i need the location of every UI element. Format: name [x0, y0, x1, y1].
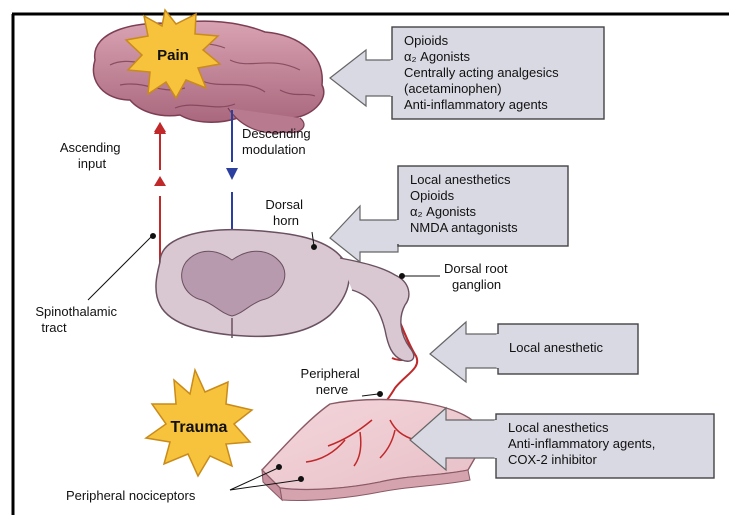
skin-line-1: Local anesthetics [508, 420, 609, 435]
peripheral-nociceptors-label: Peripheral nociceptors [66, 488, 196, 503]
pain-label: Pain [157, 47, 189, 64]
spinal-line-2: Opioids [410, 188, 455, 203]
peripheral-nerve-label: Peripheral nerve [301, 366, 364, 397]
spinothalamic-tract-label: Spinothalamic tract [35, 304, 120, 335]
brain-callout: Opioids α₂ Agonists Centrally acting ana… [330, 27, 604, 119]
dorsal-root-ganglion-label: Dorsal root ganglion [444, 261, 511, 292]
spinal-line-1: Local anesthetics [410, 172, 511, 187]
brain-line-5: Anti-inflammatory agents [404, 97, 548, 112]
nerve-callout-text: Local anesthetic [509, 340, 603, 355]
ascending-arrowhead-lower [154, 176, 166, 186]
ascending-input-label: Ascending input [60, 140, 124, 171]
brain-line-2: α₂ Agonists [404, 49, 471, 64]
skin-line-2: Anti-inflammatory agents, [508, 436, 655, 451]
spinal-line-3: α₂ Agonists [410, 204, 477, 219]
spinal-callout: Local anesthetics Opioids α₂ Agonists NM… [330, 166, 568, 262]
brain-line-1: Opioids [404, 33, 449, 48]
nerve-line-1: Local anesthetic [509, 340, 603, 355]
trauma-label: Trauma [171, 419, 228, 436]
descending-arrowhead-upper [226, 168, 238, 180]
brain-line-3: Centrally acting analgesics [404, 65, 559, 80]
trauma-burst: Trauma [146, 370, 252, 476]
skin-line-3: COX-2 inhibitor [508, 452, 598, 467]
brain-line-4: (acetaminophen) [404, 81, 502, 96]
nerve-callout: Local anesthetic [430, 322, 638, 382]
spinal-line-4: NMDA antagonists [410, 220, 518, 235]
ascending-arrowhead-upper [154, 122, 166, 132]
dorsal-horn-label: Dorsal horn [265, 197, 306, 228]
descending-modulation-label: Descending modulation [242, 126, 314, 157]
